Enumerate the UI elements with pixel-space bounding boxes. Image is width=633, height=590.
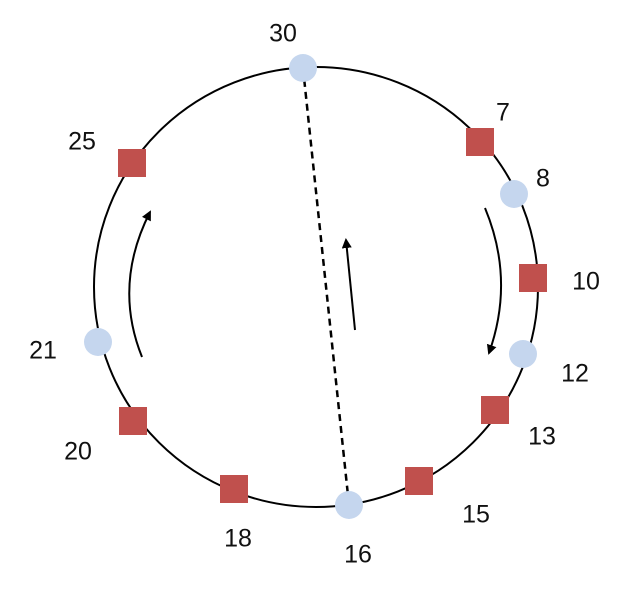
node-label-25: 25 — [68, 128, 96, 156]
node-label-15: 15 — [462, 501, 490, 529]
node-square-10 — [519, 264, 547, 292]
node-label-21: 21 — [29, 337, 57, 365]
node-square-25 — [118, 149, 146, 177]
chord-dashed-line — [301, 67, 351, 506]
node-label-20: 20 — [64, 438, 92, 466]
node-label-8: 8 — [536, 165, 550, 193]
node-label-18: 18 — [224, 525, 252, 553]
node-square-20 — [119, 407, 147, 435]
arrow-left-up — [128, 210, 151, 358]
node-label-12: 12 — [561, 360, 589, 388]
arrow-right-down — [484, 207, 503, 355]
node-circle-21 — [84, 328, 112, 356]
node-label-7: 7 — [496, 99, 510, 127]
node-circle-12 — [509, 340, 537, 368]
node-square-18 — [220, 475, 248, 503]
node-circle-8 — [500, 180, 528, 208]
node-label-10: 10 — [572, 268, 600, 296]
arrow-up-center — [341, 238, 356, 331]
node-square-15 — [405, 467, 433, 495]
node-square-7 — [466, 128, 494, 156]
node-label-30: 30 — [269, 20, 297, 48]
node-label-13: 13 — [528, 423, 556, 451]
node-square-13 — [481, 396, 509, 424]
node-circle-16 — [335, 491, 363, 519]
node-label-16: 16 — [344, 541, 372, 569]
node-circle-30 — [289, 54, 317, 82]
